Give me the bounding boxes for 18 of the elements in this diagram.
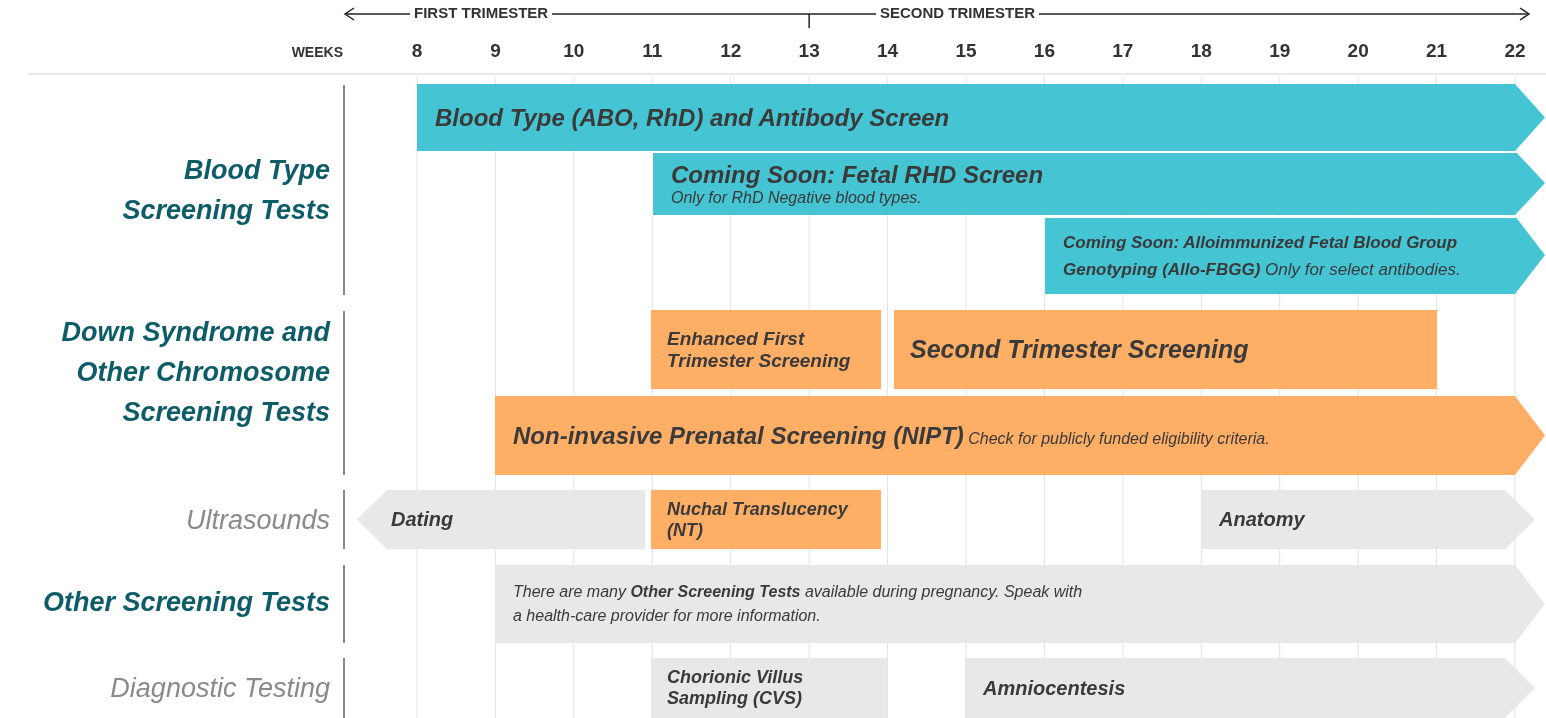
test-bar: Coming Soon: Alloimmunized Fetal Blood Group Genotyping (Allo-FBGG) Only for select antibodies. <box>1043 216 1545 294</box>
row-heading: Ultrasounds <box>184 504 330 537</box>
row-heading: Down Syndrome and Other Chromosome Screening Tests <box>60 316 330 429</box>
test-bar: Non-invasive Prenatal Screening (NIPT) Check for publicly funded eligibility criteria. <box>495 396 1545 475</box>
info-bar: There are many Other Screening Tests available during pregnancy. Speak with a health-care provider for more information. <box>495 565 1545 643</box>
test-bar: Coming Soon: Fetal RHD Screen Only for RhD Negative blood types. <box>651 151 1545 215</box>
test-bar: Enhanced First Trimester Screening <box>651 310 881 389</box>
ultrasound-bar: Nuchal Translucency (NT) <box>651 490 881 549</box>
ultrasound-bar: Anatomy <box>1201 490 1535 549</box>
axis-title: WEEKS <box>291 44 343 60</box>
ultrasound-bar: Dating <box>357 490 645 549</box>
row-heading: Blood Type Screening Tests <box>121 154 330 227</box>
test-bar: Amniocentesis <box>965 658 1535 718</box>
test-bar: Chorionic Villus Sampling (CVS) <box>651 658 887 718</box>
test-bar: Second Trimester Screening <box>894 310 1437 389</box>
test-bar: Blood Type (ABO, RhD) and Antibody Screen <box>417 84 1545 151</box>
row-heading: Diagnostic Testing <box>109 672 330 705</box>
row-heading: Other Screening Tests <box>41 586 330 619</box>
